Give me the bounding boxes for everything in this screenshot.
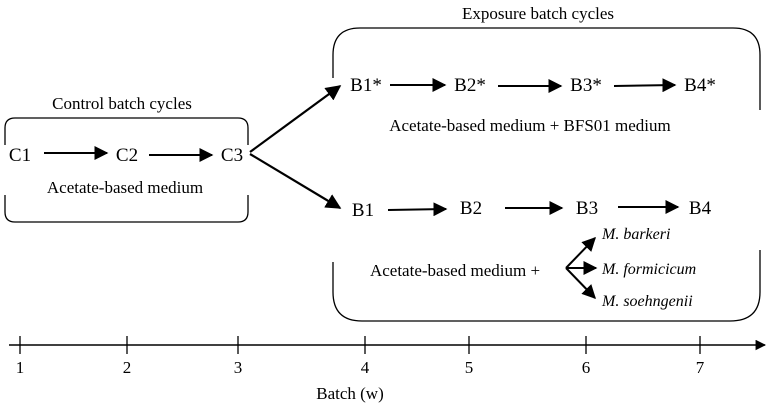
node-b2: B2 bbox=[460, 198, 482, 219]
methanogen-barkeri: M. barkeri bbox=[601, 226, 670, 243]
control-medium: Acetate-based medium bbox=[47, 178, 203, 197]
node-b4: B4 bbox=[689, 198, 712, 219]
axis-tick-label-4: 4 bbox=[361, 358, 370, 377]
control-box-bottom-bracket bbox=[4, 195, 249, 223]
arrow-fork-barkeri bbox=[565, 236, 596, 269]
axis-tick-group bbox=[19, 336, 701, 354]
axis-tick-label-1: 1 bbox=[16, 358, 25, 377]
arrow-b1-b2 bbox=[387, 202, 448, 217]
node-c3: C3 bbox=[221, 145, 243, 166]
arrow-fork-soehngenii bbox=[565, 267, 596, 300]
arrow-b3star-b4star bbox=[613, 78, 677, 93]
arrow-c3-b1star bbox=[249, 85, 342, 153]
axis-tick-label-6: 6 bbox=[582, 358, 591, 377]
node-b3star: B3* bbox=[570, 75, 602, 96]
axis-tick-label-7: 7 bbox=[696, 358, 705, 377]
node-b4star: B4* bbox=[684, 75, 716, 96]
exposure-title: Exposure batch cycles bbox=[462, 4, 614, 23]
node-c2: C2 bbox=[116, 145, 138, 166]
axis-tick-label-2: 2 bbox=[123, 358, 132, 377]
axis-tick-label-3: 3 bbox=[234, 358, 243, 377]
control-box-top-bracket bbox=[4, 117, 249, 145]
upper-medium: Acetate-based medium + BFS01 medium bbox=[389, 116, 671, 135]
exposure-box-bottom-bracket bbox=[332, 250, 761, 322]
arrow-c3-b1 bbox=[249, 153, 342, 209]
node-b3: B3 bbox=[576, 198, 598, 219]
node-b1star: B1* bbox=[350, 75, 382, 96]
methanogen-formicicum: M. formicicum bbox=[601, 261, 696, 278]
node-b1: B1 bbox=[352, 200, 374, 221]
methanogen-soehngenii: M. soehngenii bbox=[601, 293, 693, 310]
axis-label: Batch (w) bbox=[316, 384, 384, 403]
node-c1: C1 bbox=[9, 145, 31, 166]
control-title: Control batch cycles bbox=[52, 94, 192, 113]
axis-tick-label-5: 5 bbox=[465, 358, 474, 377]
exposure-box-top-bracket bbox=[332, 27, 761, 110]
node-b2star: B2* bbox=[454, 75, 486, 96]
lower-medium: Acetate-based medium + bbox=[370, 261, 540, 280]
